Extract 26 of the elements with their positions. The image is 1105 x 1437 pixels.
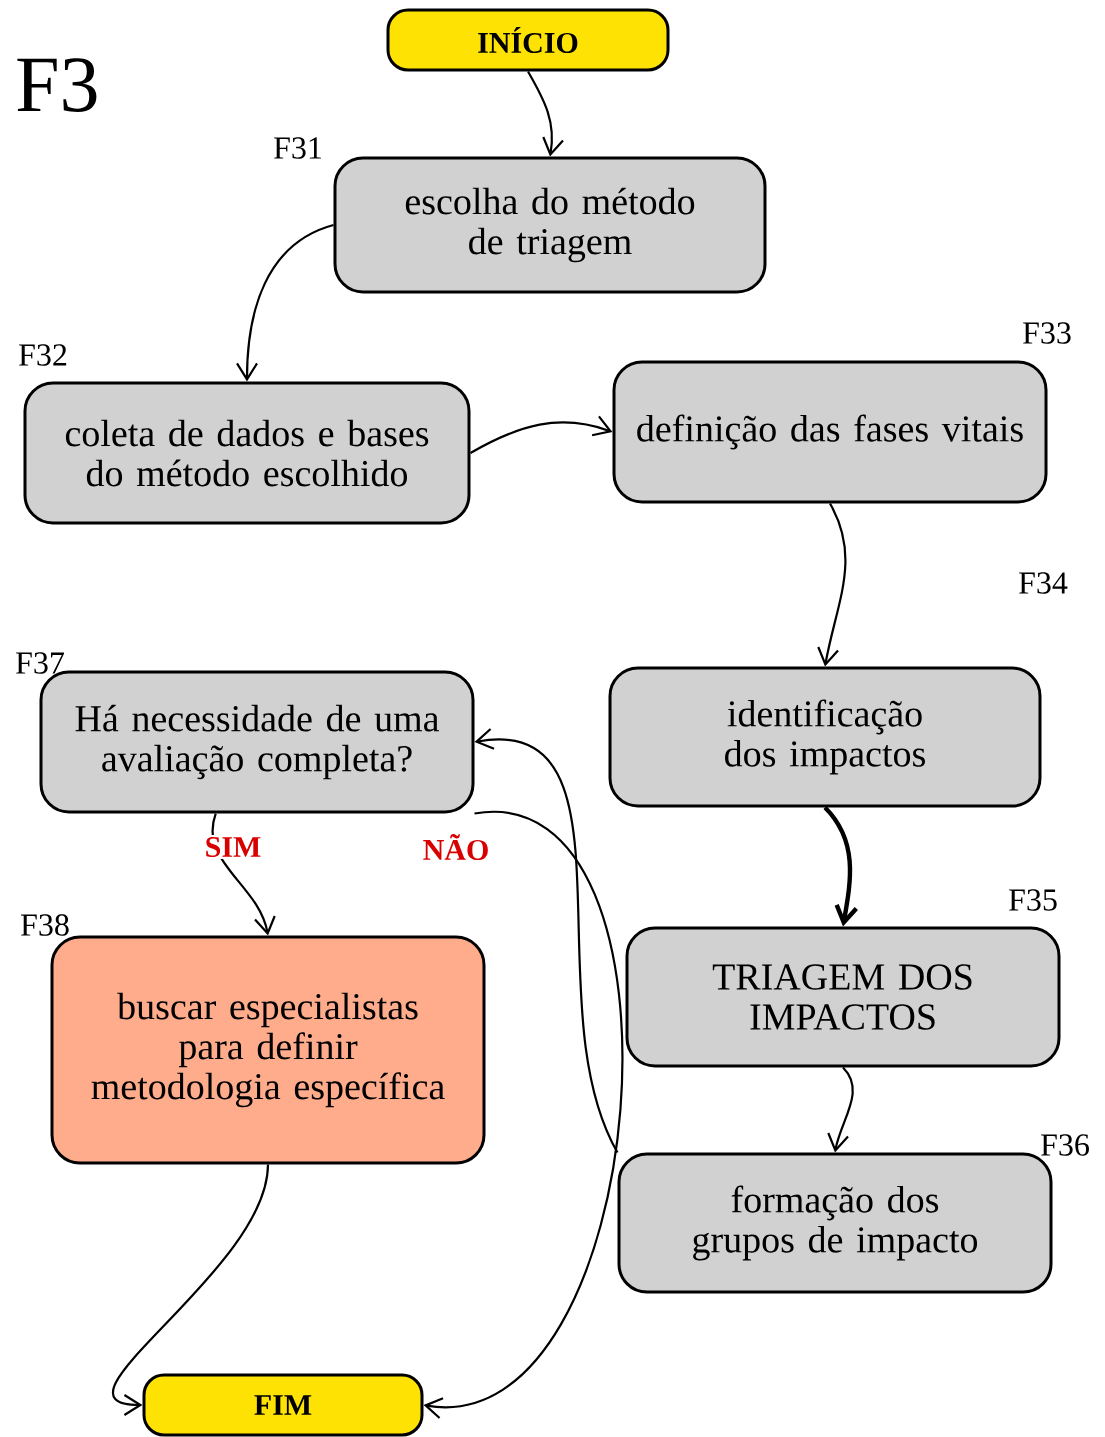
process-box: definição das fases vitais (612, 360, 1048, 504)
arrow (112, 1164, 270, 1416)
step-number: F34 (1019, 572, 1068, 594)
arrow (817, 503, 847, 667)
process-box: TRIAGEM DOS IMPACTOS (625, 926, 1061, 1068)
step-number: F35 (1009, 889, 1057, 911)
arrow (827, 1066, 854, 1153)
step-number: F32 (19, 344, 67, 366)
edge-label: SIM (202, 834, 264, 860)
arrow (423, 812, 623, 1419)
edge-label: NÃO (420, 832, 492, 863)
process-box: buscar especialistas para definir metodologia específica (50, 935, 486, 1165)
step-number: F38 (21, 914, 69, 936)
diagram-title: F3 (17, 58, 97, 112)
terminal-box: INÍCIO (386, 8, 670, 72)
arrow (527, 70, 564, 157)
arrow (823, 806, 858, 927)
process-box: identificação dos impactos (608, 666, 1042, 808)
terminal-box: FIM (142, 1373, 424, 1437)
step-number: F31 (274, 137, 321, 159)
arrow (474, 728, 619, 1153)
arrow (236, 223, 334, 382)
process-box: escolha do método de triagem (333, 156, 767, 294)
arrow (469, 415, 613, 454)
step-number: F33 (1023, 322, 1071, 344)
process-box: coleta de dados e bases do método escolhido (23, 381, 471, 525)
